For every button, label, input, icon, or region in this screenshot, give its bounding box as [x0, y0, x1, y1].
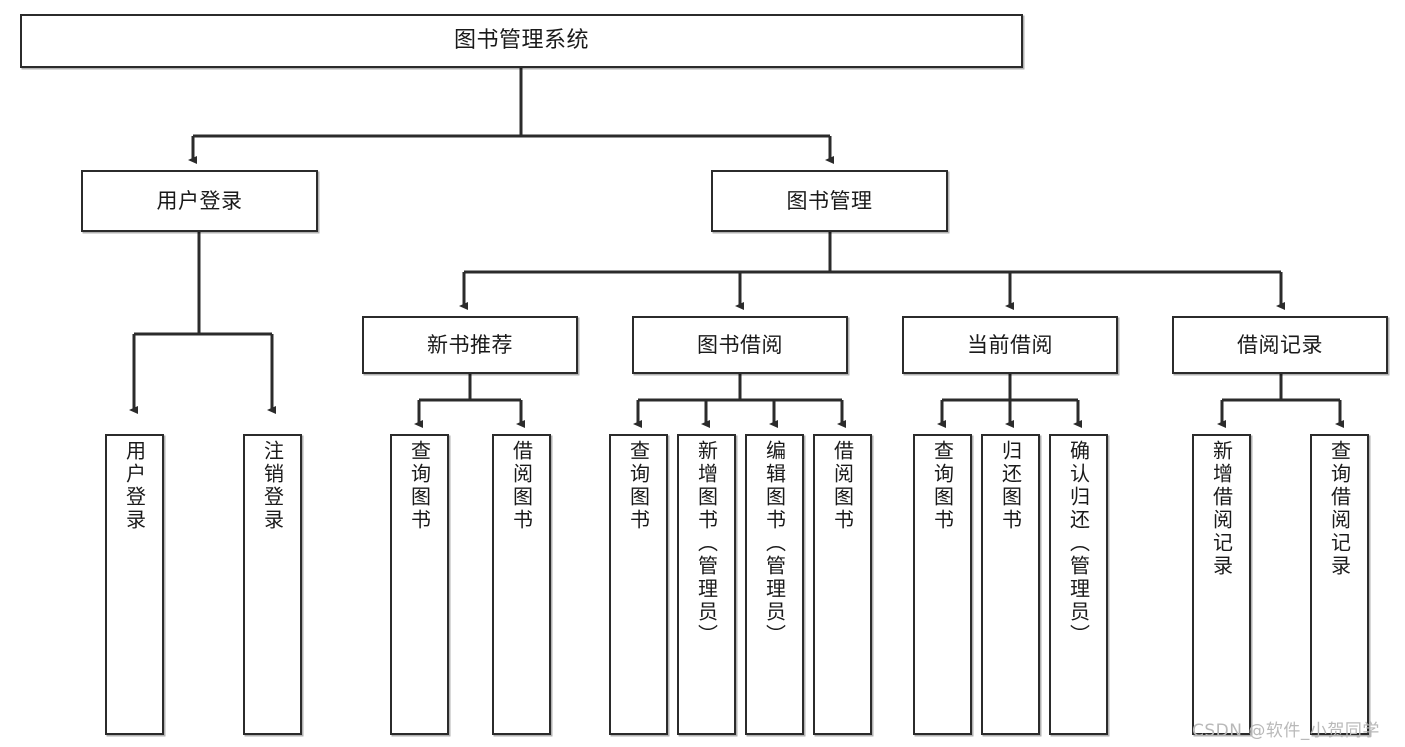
node-leaf-logout-label: 注销登录	[260, 440, 285, 532]
node-current-borrow-label: 当前借阅	[967, 332, 1053, 357]
node-leaf-add-borrow-record-label: 新增借阅记录	[1209, 440, 1234, 578]
node-new-book-recommend-label: 新书推荐	[427, 332, 513, 357]
node-user-login-label: 用户登录	[156, 188, 243, 213]
node-leaf-query-book-3-label: 查询图书	[930, 440, 955, 532]
node-leaf-edit-book-admin[interactable]: 编辑图书（管理员）	[745, 434, 804, 735]
node-leaf-query-book-1[interactable]: 查询图书	[390, 434, 449, 735]
node-leaf-confirm-return-admin[interactable]: 确认归还（管理员）	[1049, 434, 1108, 735]
node-leaf-query-book-2-label: 查询图书	[626, 440, 651, 532]
node-leaf-edit-book-admin-label: 编辑图书（管理员）	[762, 440, 787, 647]
node-leaf-query-borrow-record[interactable]: 查询借阅记录	[1310, 434, 1369, 735]
node-leaf-query-book-2[interactable]: 查询图书	[609, 434, 668, 735]
node-leaf-return-book-label: 归还图书	[998, 440, 1023, 532]
node-leaf-user-login[interactable]: 用户登录	[105, 434, 164, 735]
node-leaf-add-book-admin[interactable]: 新增图书（管理员）	[677, 434, 736, 735]
node-leaf-add-borrow-record[interactable]: 新增借阅记录	[1192, 434, 1251, 735]
node-leaf-borrow-book-2-label: 借阅图书	[830, 440, 855, 532]
node-leaf-query-book-3[interactable]: 查询图书	[913, 434, 972, 735]
watermark-text: CSDN @软件_小贺同学	[1192, 721, 1380, 741]
node-leaf-query-borrow-record-label: 查询借阅记录	[1327, 440, 1352, 578]
node-leaf-return-book[interactable]: 归还图书	[981, 434, 1040, 735]
node-leaf-user-login-label: 用户登录	[122, 440, 147, 532]
node-root-system[interactable]: 图书管理系统	[20, 14, 1023, 68]
node-leaf-borrow-book-1-label: 借阅图书	[509, 440, 534, 532]
node-new-book-recommend[interactable]: 新书推荐	[362, 316, 578, 374]
node-book-borrow[interactable]: 图书借阅	[632, 316, 848, 374]
node-leaf-confirm-return-admin-label: 确认归还（管理员）	[1066, 440, 1091, 647]
node-leaf-query-book-1-label: 查询图书	[407, 440, 432, 532]
node-book-borrow-label: 图书借阅	[697, 332, 783, 357]
node-current-borrow[interactable]: 当前借阅	[902, 316, 1118, 374]
node-leaf-add-book-admin-label: 新增图书（管理员）	[694, 440, 719, 647]
node-borrow-record-label: 借阅记录	[1237, 332, 1323, 357]
node-root-system-label: 图书管理系统	[453, 27, 589, 53]
node-leaf-borrow-book-2[interactable]: 借阅图书	[813, 434, 872, 735]
node-leaf-borrow-book-1[interactable]: 借阅图书	[492, 434, 551, 735]
node-user-login[interactable]: 用户登录	[81, 170, 318, 232]
node-book-manage-label: 图书管理	[786, 188, 873, 213]
node-book-manage[interactable]: 图书管理	[711, 170, 948, 232]
node-leaf-logout[interactable]: 注销登录	[243, 434, 302, 735]
node-borrow-record[interactable]: 借阅记录	[1172, 316, 1388, 374]
